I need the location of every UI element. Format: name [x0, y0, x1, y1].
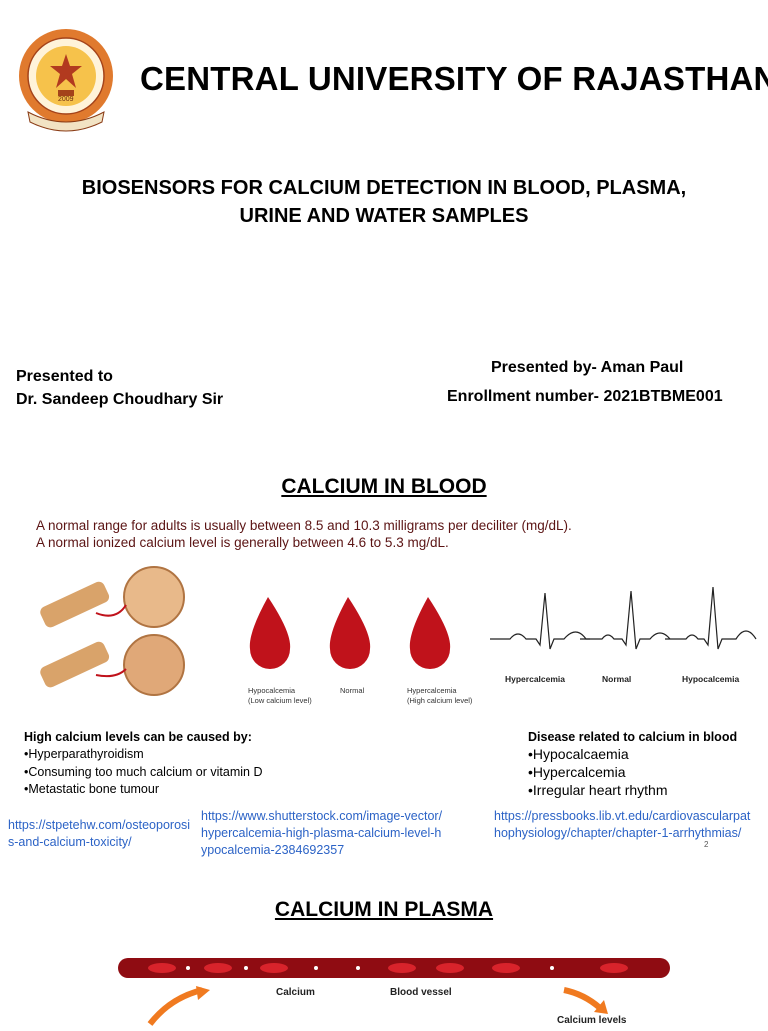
disease-item: •Irregular heart rhythm: [528, 782, 668, 798]
presented-to-label: Presented to: [16, 368, 113, 385]
university-title: CENTRAL UNIVERSITY OF RAJASTHAN: [140, 60, 768, 97]
title-slide: 2009 CENTRAL UNIVERSITY OF RAJASTHAN BIO…: [0, 0, 768, 440]
reference-link-osteoporosis[interactable]: https://stpetehw.com/osteoporosis-and-ca…: [8, 818, 191, 849]
ionized-range-text: A normal ionized calcium level is genera…: [36, 535, 449, 550]
reference-link-pressbooks[interactable]: https://pressbooks.lib.vt.edu/cardiovasc…: [494, 809, 751, 840]
drop-label-hypercalcemia: Hypercalcemia: [407, 686, 457, 695]
university-logo: 2009: [14, 26, 118, 138]
slide-title: CALCIUM IN PLASMA: [274, 898, 494, 921]
label-calcium: Calcium: [276, 987, 315, 998]
disease-heading: Disease related to calcium in blood: [528, 730, 738, 744]
slide-title: CALCIUM IN BLOOD: [281, 475, 487, 498]
ecg-label-hypocalcemia: Hypocalcemia: [682, 674, 740, 684]
cause-item: •Metastatic bone tumour: [24, 782, 159, 796]
blood-vessel-illustration: [118, 954, 670, 982]
arrow-icon: [140, 986, 220, 1031]
ecg-label-hypercalcemia: Hypercalcemia: [505, 674, 566, 684]
bone-illustration: [36, 565, 196, 700]
drop-label-hypocalcemia: Hypocalcemia: [248, 686, 296, 695]
cause-item: •Hyperparathyroidism: [24, 747, 144, 761]
presentation-topic-line2: URINE AND WATER SAMPLES: [239, 205, 529, 227]
reference-link-shutterstock[interactable]: https://www.shutterstock.com/image-vecto…: [201, 809, 443, 857]
disease-item: •Hypocalcaemia: [528, 746, 629, 762]
page-number: 2: [704, 840, 709, 849]
calcium-in-blood-slide: CALCIUM IN BLOOD A normal range for adul…: [0, 440, 768, 860]
enrollment-number: Enrollment number- 2021BTBME001: [447, 388, 723, 405]
blood-drops-illustration: [240, 593, 470, 673]
drop-sub-hypocalcemia: (Low calcium level): [248, 696, 312, 705]
drop-label-normal: Normal: [340, 686, 365, 695]
drop-sub-hypercalcemia: (High calcium level): [407, 696, 473, 705]
presented-by: Presented by- Aman Paul: [491, 359, 684, 376]
ecg-label-normal: Normal: [602, 674, 632, 684]
calcium-in-plasma-slide: CALCIUM IN PLASMA Calcium Blood vessel C…: [0, 860, 768, 1026]
logo-year: 2009: [58, 96, 74, 103]
arrow-icon: [560, 986, 620, 1021]
disease-item: •Hypercalcemia: [528, 764, 626, 780]
label-calcium-levels: Calcium levels: [557, 1015, 627, 1026]
presented-to-name: Dr. Sandeep Choudhary Sir: [16, 391, 224, 408]
causes-heading: High calcium levels can be caused by:: [24, 730, 252, 744]
cause-item: •Consuming too much calcium or vitamin D: [24, 765, 263, 779]
normal-range-text: A normal range for adults is usually bet…: [36, 518, 572, 533]
presentation-topic-line1: BIOSENSORS FOR CALCIUM DETECTION IN BLOO…: [81, 177, 687, 199]
label-blood-vessel: Blood vessel: [390, 987, 452, 998]
ecg-traces: [490, 583, 758, 663]
